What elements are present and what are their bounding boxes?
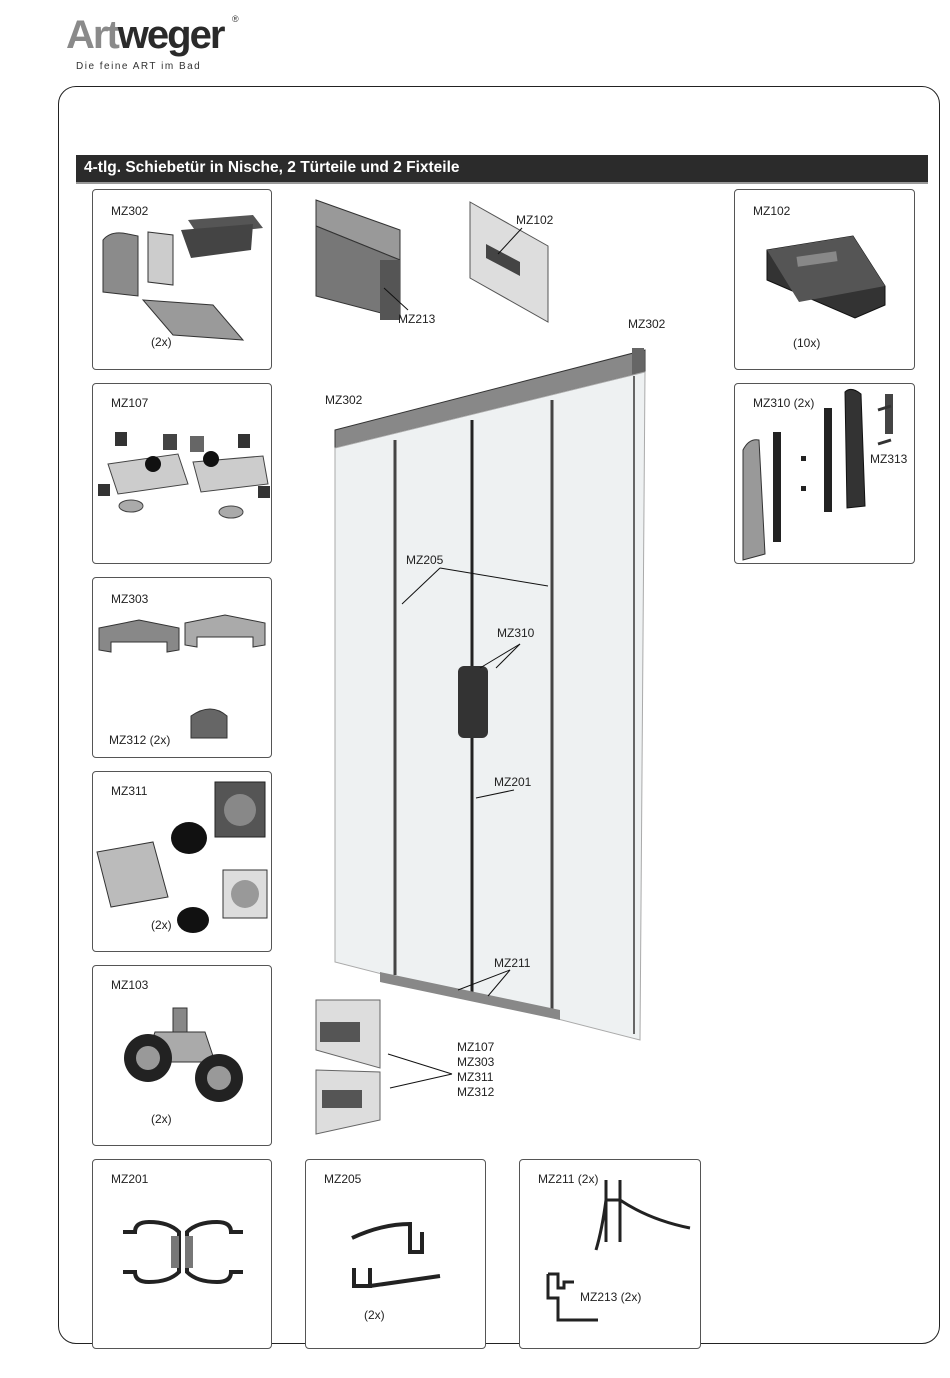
handle-label: MZ310 xyxy=(497,626,534,640)
seal-label: MZ205 xyxy=(406,553,443,567)
rail-end-right-label: MZ302 xyxy=(628,317,665,331)
guide-detail xyxy=(316,1000,380,1134)
clip-label: MZ102 xyxy=(516,213,553,227)
guide-label-1: MZ107 xyxy=(457,1040,494,1054)
profile-label: MZ213 xyxy=(398,312,435,326)
profile-detail xyxy=(316,200,408,320)
magnet-seal-label: MZ201 xyxy=(494,775,531,789)
guide-label-4: MZ312 xyxy=(457,1085,494,1099)
bottom-seal-label: MZ211 xyxy=(494,956,530,970)
rail-end-left-label: MZ302 xyxy=(325,393,362,407)
guide-label-3: MZ311 xyxy=(457,1070,493,1084)
guide-label-2: MZ303 xyxy=(457,1055,494,1069)
